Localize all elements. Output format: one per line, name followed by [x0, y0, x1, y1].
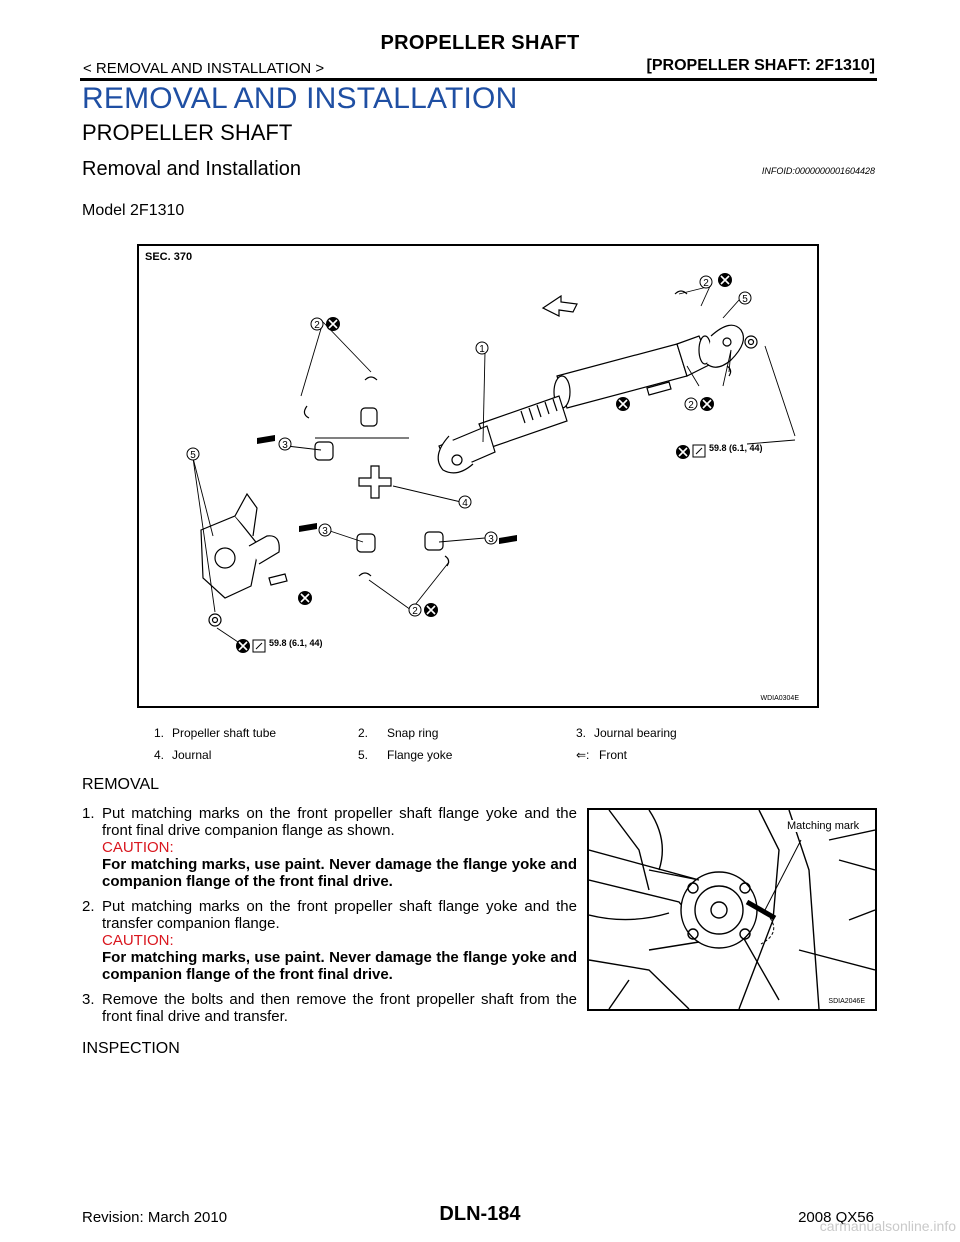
step-text: Remove the bolts and then remove the fro… [102, 991, 577, 1025]
removal-step-2: 2. Put matching marks on the front prope… [82, 898, 577, 986]
legend-text: Propeller shaft tube [172, 726, 277, 740]
paint-mark [745, 899, 777, 921]
section-title: PROPELLER SHAFT [380, 32, 580, 54]
caution-text: For matching marks, use paint. Never dam… [102, 949, 577, 983]
front-arrow-icon [541, 294, 578, 317]
snap-ring-drawing [674, 290, 688, 295]
breadcrumb: < REMOVAL AND INSTALLATION > [83, 60, 325, 77]
callout-2a [699, 275, 713, 289]
step-text: Put matching marks on the front propelle… [102, 898, 577, 932]
figure-code: SDIA2046E [828, 998, 865, 1005]
svg-text:3: 3 [282, 440, 288, 451]
svg-text:3: 3 [322, 526, 328, 537]
nut-drawing-right [744, 335, 758, 349]
torque-wrench-icon [252, 444, 706, 653]
flange-yoke-drawing-left [200, 492, 288, 599]
callout-2d [408, 603, 422, 617]
legend-text: Journal [172, 748, 212, 762]
svg-text:2: 2 [314, 320, 320, 331]
vehicle-model: 2008 QX56 [798, 1209, 874, 1226]
info-id: INFOID:0000000001604428 [761, 166, 875, 176]
callout-1 [475, 341, 489, 355]
svg-text:4: 4 [462, 498, 468, 509]
replace-part-icon [236, 273, 732, 653]
legend-key: 2. [358, 726, 369, 740]
svg-text:5: 5 [742, 294, 748, 305]
svg-text:3: 3 [488, 534, 494, 545]
caution-text: For matching marks, use paint. Never dam… [102, 856, 577, 890]
removal-step-1: 1. Put matching marks on the front prope… [82, 805, 577, 893]
step-number: 3. [82, 991, 95, 1008]
callout-3b [318, 523, 332, 537]
removal-heading: REMOVAL [82, 776, 160, 793]
journal-bearing-drawing [314, 407, 444, 553]
legend-key: 4. [154, 748, 165, 762]
exploded-view-figure: 1 2 2 2 2 3 3 3 4 5 5 [137, 244, 819, 708]
legend-text: Journal bearing [594, 726, 677, 740]
callout-markers: 1 2 2 2 2 3 3 3 4 5 5 [186, 275, 752, 617]
watermark: carmanualsonline.info [819, 1218, 956, 1234]
legend-row: 1. Propeller shaft tube 2. Snap ring 3. … [154, 726, 854, 742]
grease-icon [257, 435, 517, 544]
legend-key: 3. [576, 726, 587, 740]
step-number: 1. [82, 805, 95, 822]
page-code: DLN-184 [439, 1203, 521, 1225]
svg-text:1: 1 [479, 344, 485, 355]
nut-drawing-left [208, 613, 222, 627]
caution-label: CAUTION: [102, 839, 174, 856]
legend-text: Front [599, 748, 628, 762]
propeller-shaft-tube-drawing [437, 324, 744, 474]
callout-2b [310, 317, 324, 331]
svg-text:2: 2 [688, 400, 694, 411]
svg-text:2: 2 [703, 278, 709, 289]
revision-date: Revision: March 2010 [82, 1209, 228, 1226]
legend-text: Snap ring [387, 726, 439, 740]
legend-key: 1. [154, 726, 165, 740]
removal-step-3: 3. Remove the bolts and then remove the … [82, 991, 577, 1027]
callout-4 [458, 495, 472, 509]
topic-heading: Removal and Installation [82, 158, 302, 180]
model-bracket: [PROPELLER SHAFT: 2F1310] [646, 57, 875, 74]
journal-cross-drawing [358, 465, 392, 499]
callout-5b [186, 447, 200, 461]
legend-text: Flange yoke [387, 748, 453, 762]
torque-spec-bottom: 59.8 (6.1, 44) [269, 638, 323, 648]
legend-key: ⇐: [576, 748, 590, 762]
matching-mark-label: Matching mark [785, 820, 862, 832]
header-rule [80, 78, 877, 81]
step-text: Put matching marks on the front propelle… [102, 805, 577, 839]
legend-row: 4. Journal 5. Flange yoke ⇐: Front [154, 748, 854, 764]
inspection-heading: INSPECTION [82, 1040, 180, 1057]
step-number: 2. [82, 898, 95, 915]
torque-spec-right: 59.8 (6.1, 44) [709, 443, 763, 453]
svg-text:5: 5 [190, 450, 196, 461]
exploded-view-drawing: 1 2 2 2 2 3 3 3 4 5 5 [186, 273, 796, 653]
svg-text:2: 2 [412, 606, 418, 617]
model-line: Model 2F1310 [82, 202, 185, 219]
legend-key: 5. [358, 748, 369, 762]
page-heading: REMOVAL AND INSTALLATION [82, 82, 518, 115]
callout-2c [684, 397, 698, 411]
callout-3a [278, 437, 292, 451]
matching-mark-figure: Matching mark SDIA2046E [587, 808, 877, 1011]
subheading: PROPELLER SHAFT [82, 120, 293, 145]
section-code: SEC. 370 [145, 251, 193, 263]
callout-5a [738, 291, 752, 305]
matching-mark-drawing [589, 810, 875, 1009]
callout-3c [484, 531, 498, 545]
caution-label: CAUTION: [102, 932, 174, 949]
bolt-drawing-right [646, 381, 672, 396]
figure-code: WDIA0304E [760, 695, 799, 702]
